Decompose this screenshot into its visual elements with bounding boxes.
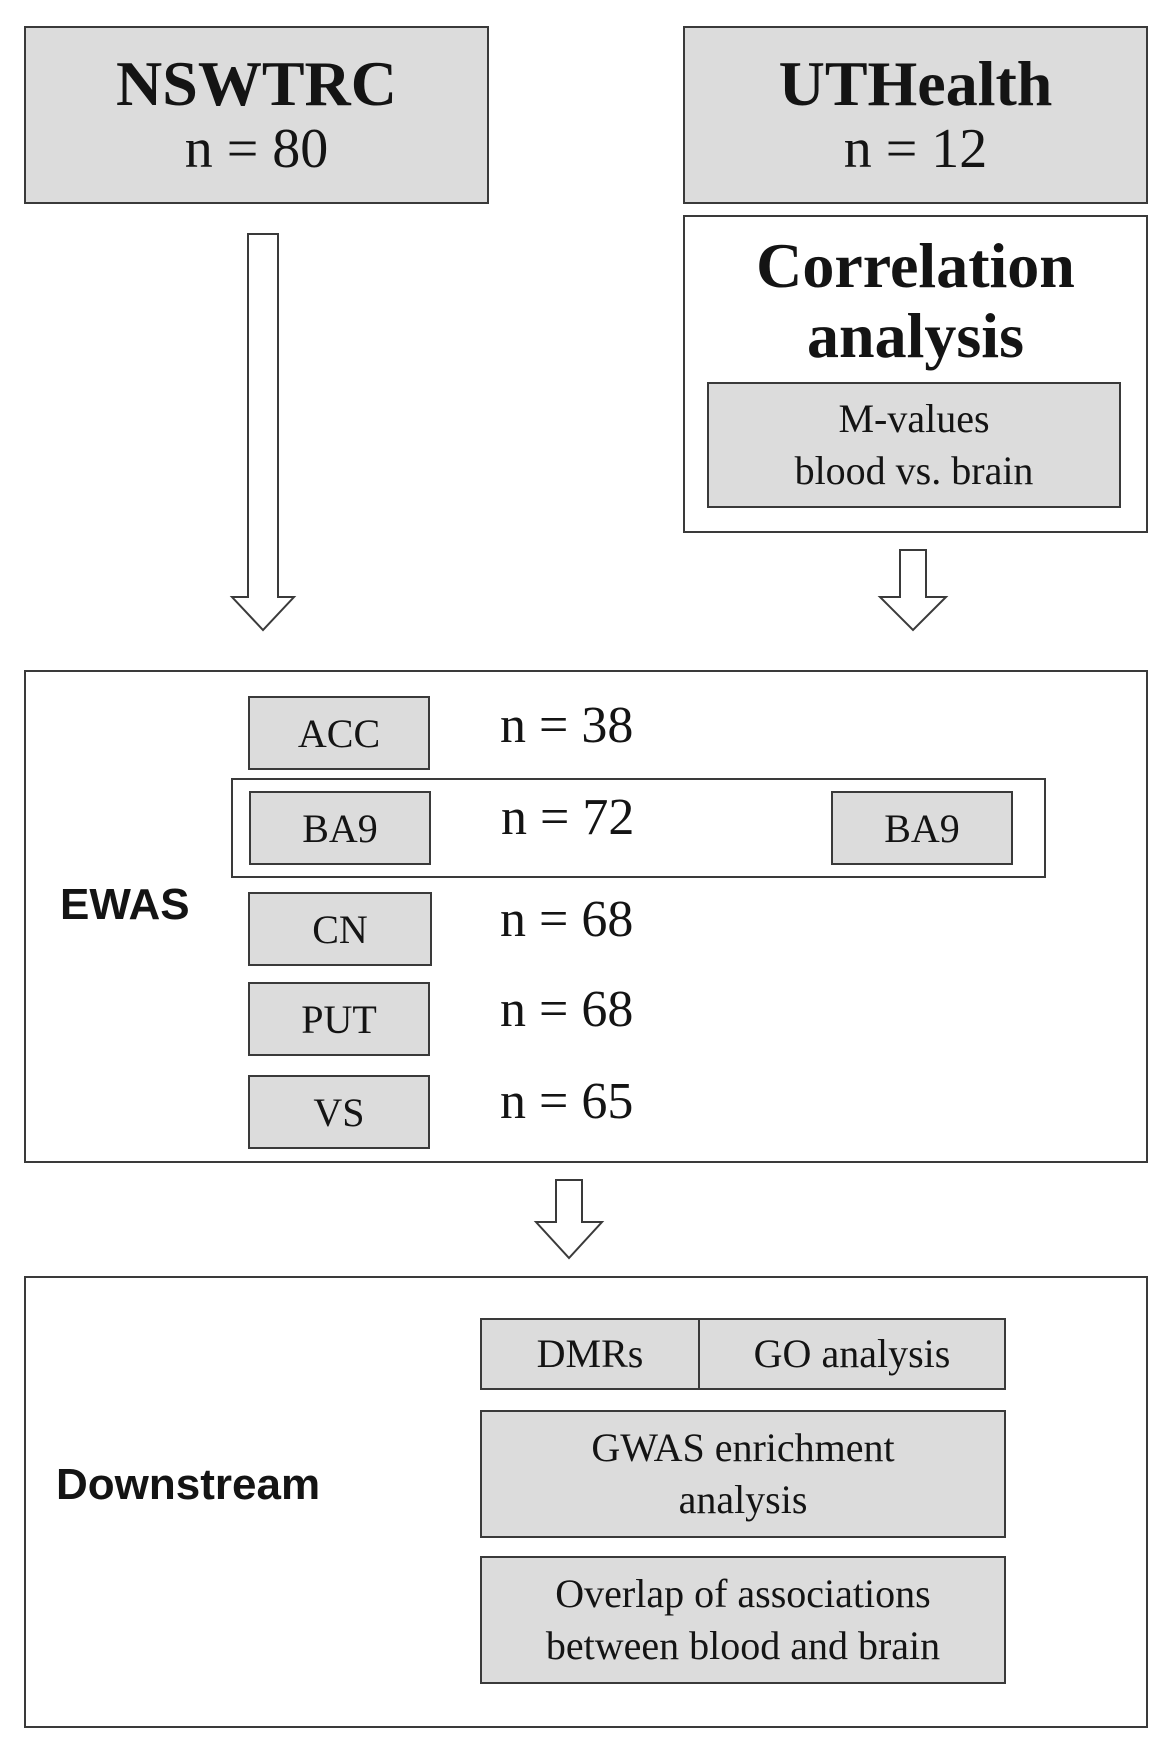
region-vs-label: VS [313,1089,365,1135]
downstream-label: Downstream [56,1460,321,1509]
m-values-line2: blood vs. brain [794,448,1034,493]
ba9-highlight-box: BA9 n = 72 BA9 [231,778,1046,878]
dmrs-label: DMRs [536,1331,644,1376]
correlation-title-line2: analysis [807,300,1024,372]
overlap-line1: Overlap of associations [555,1571,931,1616]
downstream-box: Downstream DMRs GO analysis GWAS enrichm… [24,1276,1148,1728]
region-cn-label: CN [312,906,368,952]
region-put-n: n = 68 [500,981,634,1038]
region-acc-box: ACC [248,696,430,770]
nswtrc-n: n = 80 [184,118,329,181]
ewas-box: EWAS ACC n = 38 BA9 n = 72 BA9 CN n = 68… [24,670,1148,1163]
region-ba9-uthealth-label: BA9 [884,805,960,851]
correlation-title-line1: Correlation [756,230,1075,301]
ewas-to-downstream-arrow [533,1179,605,1260]
m-values-line1: M-values [838,396,990,441]
nswtrc-to-ewas-arrow [229,233,297,632]
region-put-box: PUT [248,982,430,1056]
region-put-label: PUT [301,996,377,1042]
uthealth-box: UTHealth n = 12 [683,26,1148,204]
nswtrc-box: NSWTRC n = 80 [24,26,489,204]
go-analysis-label: GO analysis [753,1331,951,1376]
correlation-to-ewas-arrow [877,549,949,632]
region-cn-n: n = 68 [500,891,634,948]
region-vs-n: n = 65 [500,1073,634,1130]
region-cn-box: CN [248,892,432,966]
nswtrc-title: NSWTRC [116,48,397,119]
region-acc-n: n = 38 [500,697,634,754]
overlap-line2: between blood and brain [545,1623,941,1668]
gwas-enrichment-box: GWAS enrichment analysis [480,1410,1006,1538]
region-vs-box: VS [248,1075,430,1149]
region-ba9-box: BA9 [249,791,431,865]
ewas-label: EWAS [60,880,190,929]
overlap-box: Overlap of associations between blood an… [480,1556,1006,1684]
correlation-analysis-box: Correlation analysis M-values blood vs. … [683,215,1148,533]
region-acc-label: ACC [297,710,381,756]
region-ba9-label: BA9 [302,805,378,851]
uthealth-title: UTHealth [778,48,1053,119]
region-ba9-n: n = 72 [501,789,635,846]
region-ba9-uthealth-box: BA9 [831,791,1013,865]
go-analysis-box: GO analysis [698,1318,1006,1390]
gwas-line1: GWAS enrichment [591,1425,895,1470]
dmrs-box: DMRs [480,1318,700,1390]
uthealth-n: n = 12 [843,118,988,181]
gwas-line2: analysis [678,1477,808,1522]
m-values-box: M-values blood vs. brain [707,382,1121,508]
